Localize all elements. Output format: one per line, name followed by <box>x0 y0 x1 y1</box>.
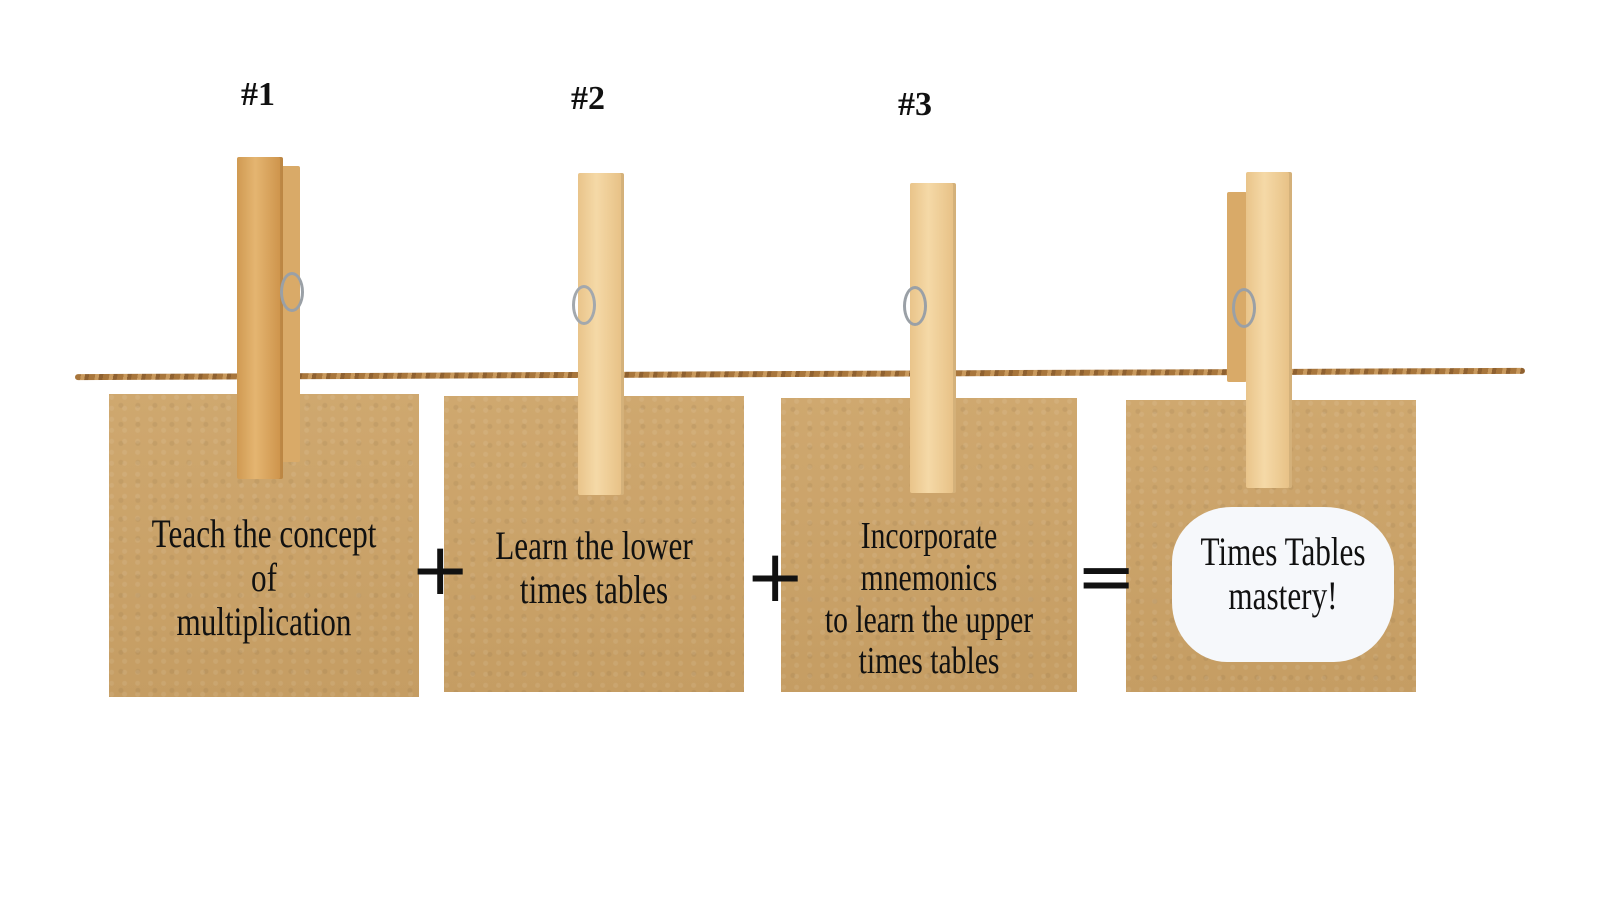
step-number-2: #2 <box>571 80 605 117</box>
result-cloud <box>1172 507 1394 662</box>
clothespin-3-spring <box>903 286 927 326</box>
equals-operator: = <box>1076 534 1137 618</box>
step-card-1-text: Teach the concept of multiplication <box>151 511 377 644</box>
plus-operator-2: + <box>745 534 806 618</box>
clothespin-4-back <box>1227 192 1247 382</box>
step-card-3-text: Incorporate mnemonics to learn the upper… <box>824 515 1034 683</box>
clothespin-1-icon <box>237 157 283 479</box>
clothespin-2-icon <box>578 173 624 495</box>
step-number-3: #3 <box>898 86 932 123</box>
step-card-2: Learn the lower times tables <box>444 396 744 692</box>
clothespin-1-spring <box>280 272 304 312</box>
plus-operator-1: + <box>410 527 471 611</box>
clothespin-3-icon <box>910 183 956 493</box>
step-card-3: Incorporate mnemonics to learn the upper… <box>781 398 1077 692</box>
step-number-1: #1 <box>241 76 275 113</box>
clothespin-1-back <box>280 166 300 462</box>
result-text: Times Tables mastery! <box>1200 529 1366 618</box>
clothespin-4-icon <box>1246 172 1292 488</box>
clothespin-2-spring <box>572 285 596 325</box>
step-card-2-text: Learn the lower times tables <box>495 523 693 612</box>
clothespin-4-spring <box>1232 288 1256 328</box>
